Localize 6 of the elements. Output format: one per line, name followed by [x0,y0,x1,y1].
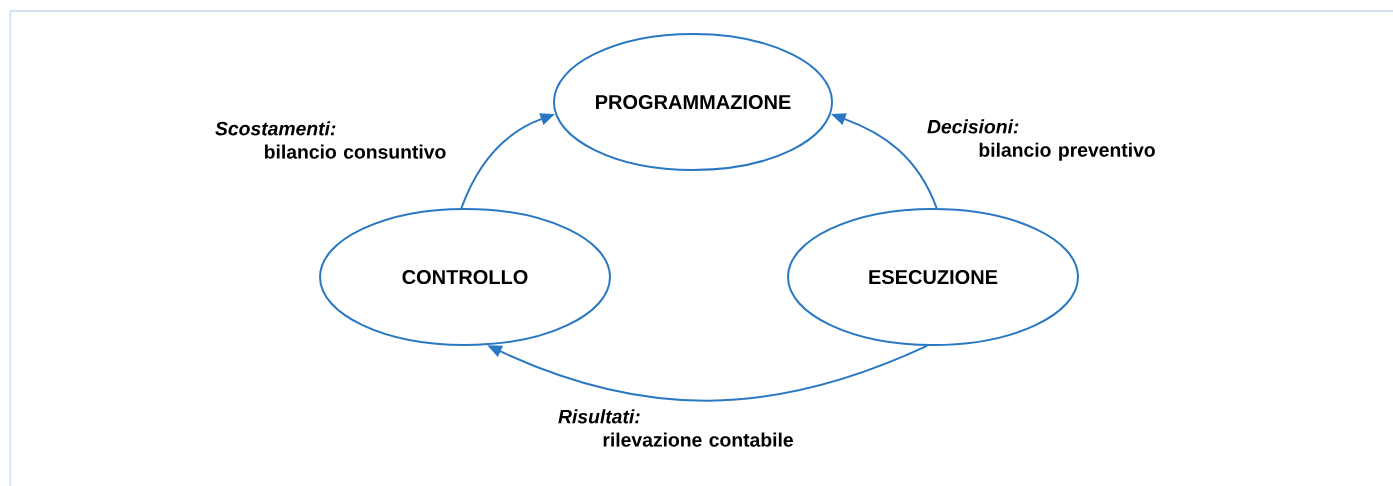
edge-label: Scostamenti: bilancio consuntivo [215,121,446,159]
ellipse-node: CONTROLLO [319,208,611,346]
edge-label: Decisioni: bilancio preventivo [927,119,1155,161]
ellipse-node: PROGRAMMAZIONE [552,33,834,171]
edge-label: Risultati: rilevazione contabile [558,409,793,447]
ellipse-node: ESECUZIONE [787,208,1079,346]
